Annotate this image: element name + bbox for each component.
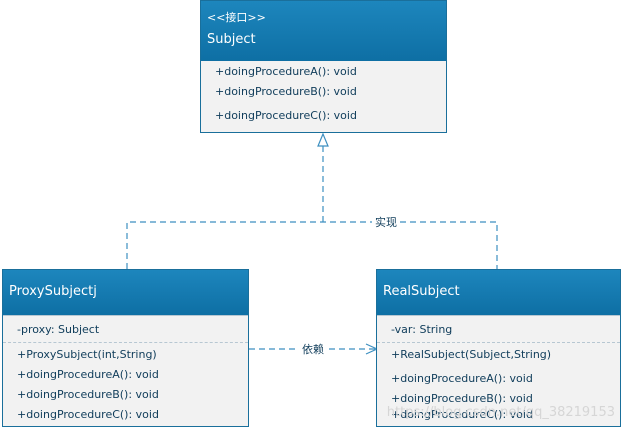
subject-name: Subject [207,32,256,47]
watermark: https://blog.csdn.net/qq_38219153 [386,405,615,420]
subject-methods: +doingProcedureA(): void +doingProcedure… [201,61,446,132]
proxy-class[interactable]: ProxySubjectj -proxy: Subject +ProxySubj… [2,269,249,427]
real-attributes: -var: String [377,315,620,342]
proxy-attributes: -proxy: Subject [3,315,248,342]
real-methods: +RealSubject(Subject,String) +doingProce… [377,342,620,426]
real-class[interactable]: RealSubject -var: String +RealSubject(Su… [376,269,621,427]
subject-header: <<接口>> Subject [201,1,446,61]
real-method: +RealSubject(Subject,String) [391,348,552,361]
proxy-method: +doingProcedureA(): void [17,368,159,381]
real-name: RealSubject [383,284,460,299]
subject-method: +doingProcedureA(): void [215,65,357,78]
subject-class[interactable]: <<接口>> Subject +doingProcedureA(): void … [200,0,447,133]
proxy-method: +doingProcedureB(): void [17,388,159,401]
real-method: +doingProcedureA(): void [391,372,533,385]
proxy-header: ProxySubjectj [3,270,248,315]
realization-line [126,146,498,269]
subject-method: +doingProcedureB(): void [215,85,357,98]
realization-arrowhead [317,132,329,147]
proxy-method: +ProxySubject(int,String) [17,348,157,361]
real-method: +doingProcedureC(): void [391,408,533,421]
proxy-method: +doingProcedureC(): void [17,408,159,421]
subject-stereotype: <<接口>> [207,11,266,24]
proxy-methods: +ProxySubject(int,String) +doingProcedur… [3,342,248,426]
real-method: +doingProcedureB(): void [391,392,533,405]
real-header: RealSubject [377,270,620,315]
proxy-name: ProxySubjectj [9,284,97,299]
realization-label: 实现 [372,214,400,230]
dependency-label: 依赖 [299,341,327,357]
proxy-attribute: -proxy: Subject [17,323,100,336]
real-attribute: -var: String [391,323,453,336]
subject-method: +doingProcedureC(): void [215,109,357,122]
